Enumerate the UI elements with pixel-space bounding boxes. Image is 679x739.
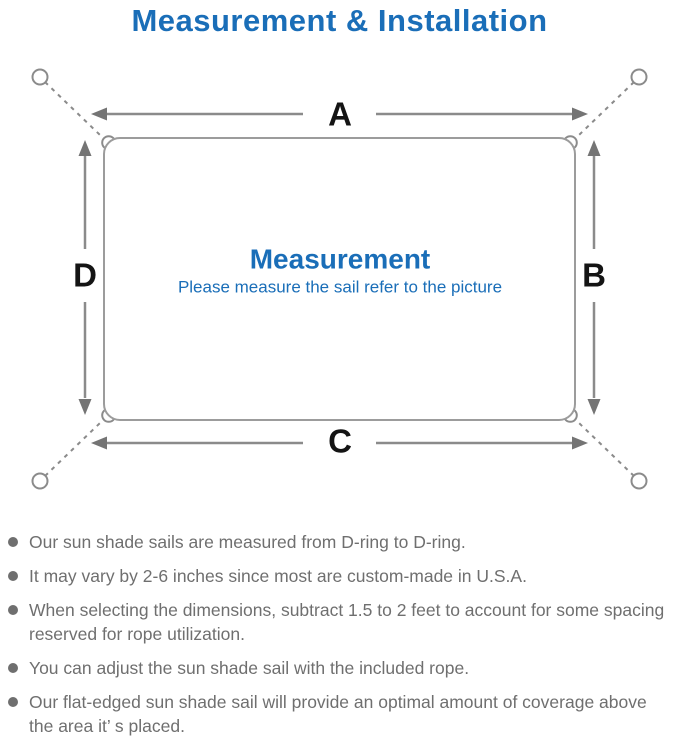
diagram-center-title: Measurement (250, 244, 431, 275)
measurement-diagram: A C D (0, 48, 679, 508)
anchor-ring-icon (31, 68, 49, 86)
note-text: When selecting the dimensions, subtract … (29, 600, 665, 644)
guy-line-bottom-right (578, 422, 635, 477)
list-item: You can adjust the sun shade sail with t… (8, 656, 665, 680)
dimension-label-b: B (582, 257, 606, 294)
guy-line-top-right (578, 81, 635, 136)
page-title: Measurement & Installation (131, 3, 548, 38)
bullet-dot-icon (8, 663, 18, 673)
arrow-left-icon (91, 436, 107, 450)
dimension-label-c: C (328, 423, 352, 460)
anchor-ring-icon (31, 472, 49, 490)
bullet-dot-icon (8, 571, 18, 581)
dimension-b: B (582, 140, 606, 415)
anchor-rings (31, 68, 648, 490)
arrow-right-icon (572, 107, 588, 121)
note-text: It may vary by 2-6 inches since most are… (29, 566, 527, 586)
dimension-c: C (91, 423, 588, 460)
notes-list: Our sun shade sails are measured from D-… (0, 530, 679, 738)
diagram-center-subtitle: Please measure the sail refer to the pic… (178, 278, 502, 297)
list-item: When selecting the dimensions, subtract … (8, 598, 665, 646)
list-item: It may vary by 2-6 inches since most are… (8, 564, 665, 588)
bullet-dot-icon (8, 537, 18, 547)
anchor-ring-icon (630, 68, 648, 86)
bullet-dot-icon (8, 605, 18, 615)
arrow-down-icon (78, 399, 92, 415)
bullet-dot-icon (8, 697, 18, 707)
dimension-d: D (73, 140, 97, 415)
guy-lines (44, 81, 635, 477)
arrow-up-icon (587, 140, 601, 156)
dimension-a: A (91, 96, 588, 133)
guy-line-top-left (44, 81, 101, 136)
sail-measurement-drawing: A C D (31, 68, 648, 490)
note-text: Our flat-edged sun shade sail will provi… (29, 692, 647, 736)
arrow-down-icon (587, 399, 601, 415)
arrow-right-icon (572, 436, 588, 450)
arrow-left-icon (91, 107, 107, 121)
sail-outline (103, 137, 576, 421)
dimension-label-d: D (73, 257, 97, 294)
arrow-up-icon (78, 140, 92, 156)
list-item: Our flat-edged sun shade sail will provi… (8, 690, 665, 738)
note-text: You can adjust the sun shade sail with t… (29, 658, 470, 678)
guy-line-bottom-left (44, 422, 101, 477)
anchor-ring-icon (630, 472, 648, 490)
list-item: Our sun shade sails are measured from D-… (8, 530, 665, 554)
dimension-label-a: A (328, 96, 352, 133)
note-text: Our sun shade sails are measured from D-… (29, 532, 466, 552)
